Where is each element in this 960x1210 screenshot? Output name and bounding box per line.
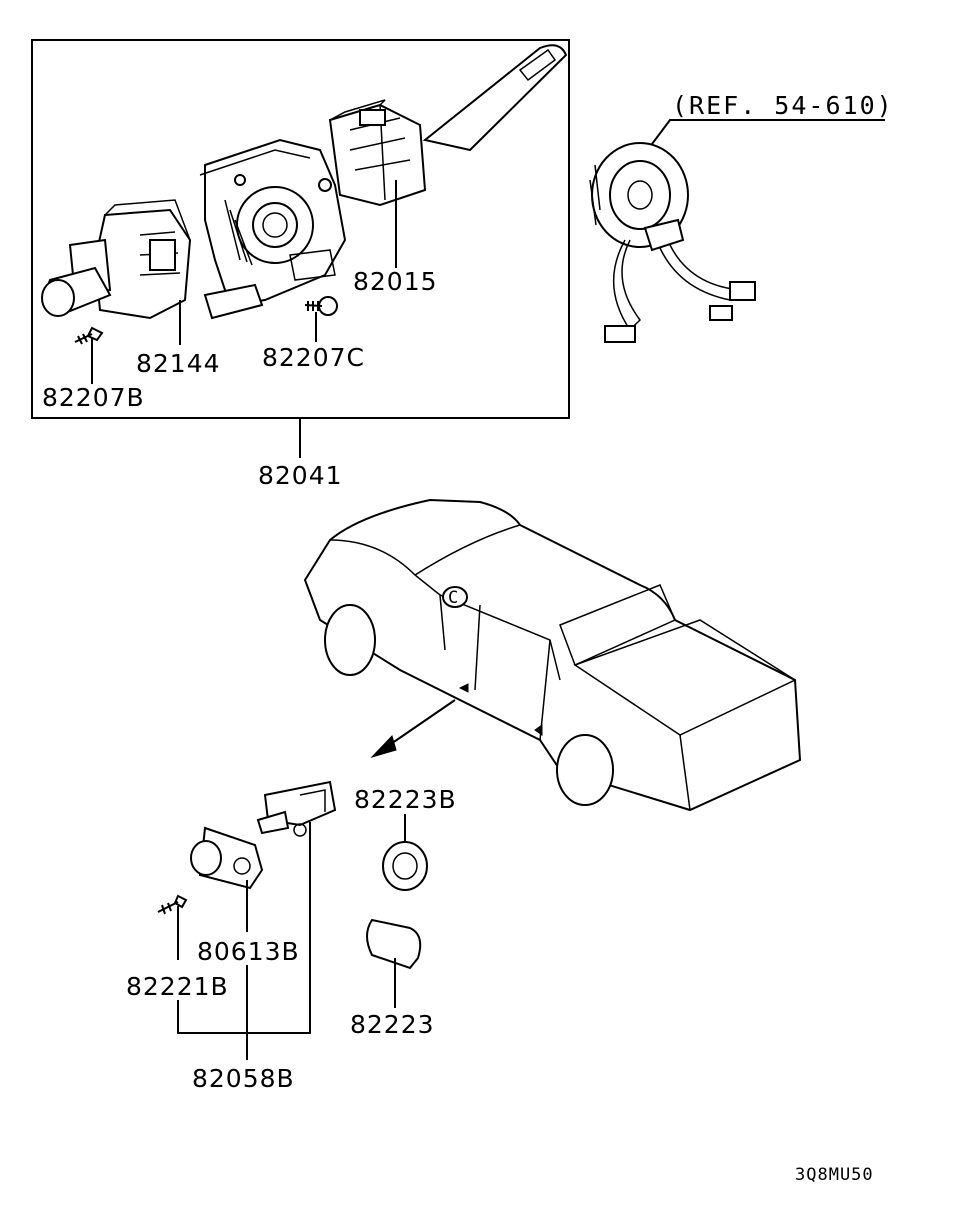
label-82207c: 82207C (262, 343, 365, 372)
label-ref: (REF. 54-610) (672, 91, 894, 120)
light-switch-drawing (41, 199, 192, 320)
label-80613b: 80613B (197, 937, 300, 966)
grommet-82223b-drawing (382, 841, 428, 891)
bracket-80613b-drawing (190, 826, 264, 890)
label-82223: 82223 (350, 1010, 435, 1039)
label-82144: 82144 (136, 349, 221, 378)
label-82058b: 82058B (192, 1064, 295, 1093)
screw-82221b-drawing (157, 894, 188, 915)
label-82041: 82041 (258, 461, 343, 490)
cap-82223-drawing (366, 918, 422, 970)
clock-spring-drawing (589, 119, 885, 343)
wiper-switch-drawing (328, 44, 568, 207)
svg-text:C: C (448, 588, 459, 608)
bracket-82058b (177, 822, 311, 1060)
label-82223b: 82223B (354, 785, 457, 814)
truck-drawing: C (303, 498, 802, 812)
label-82221b: 82221B (126, 972, 229, 1001)
label-82015: 82015 (353, 267, 438, 296)
screw-82207b-drawing (74, 326, 104, 345)
door-switch-drawing (256, 780, 337, 837)
diagram-code: 3Q8MU50 (795, 1165, 874, 1185)
switch-body-drawing (199, 138, 347, 320)
screw-82207c-drawing (304, 296, 338, 316)
label-82207b: 82207B (42, 383, 145, 412)
